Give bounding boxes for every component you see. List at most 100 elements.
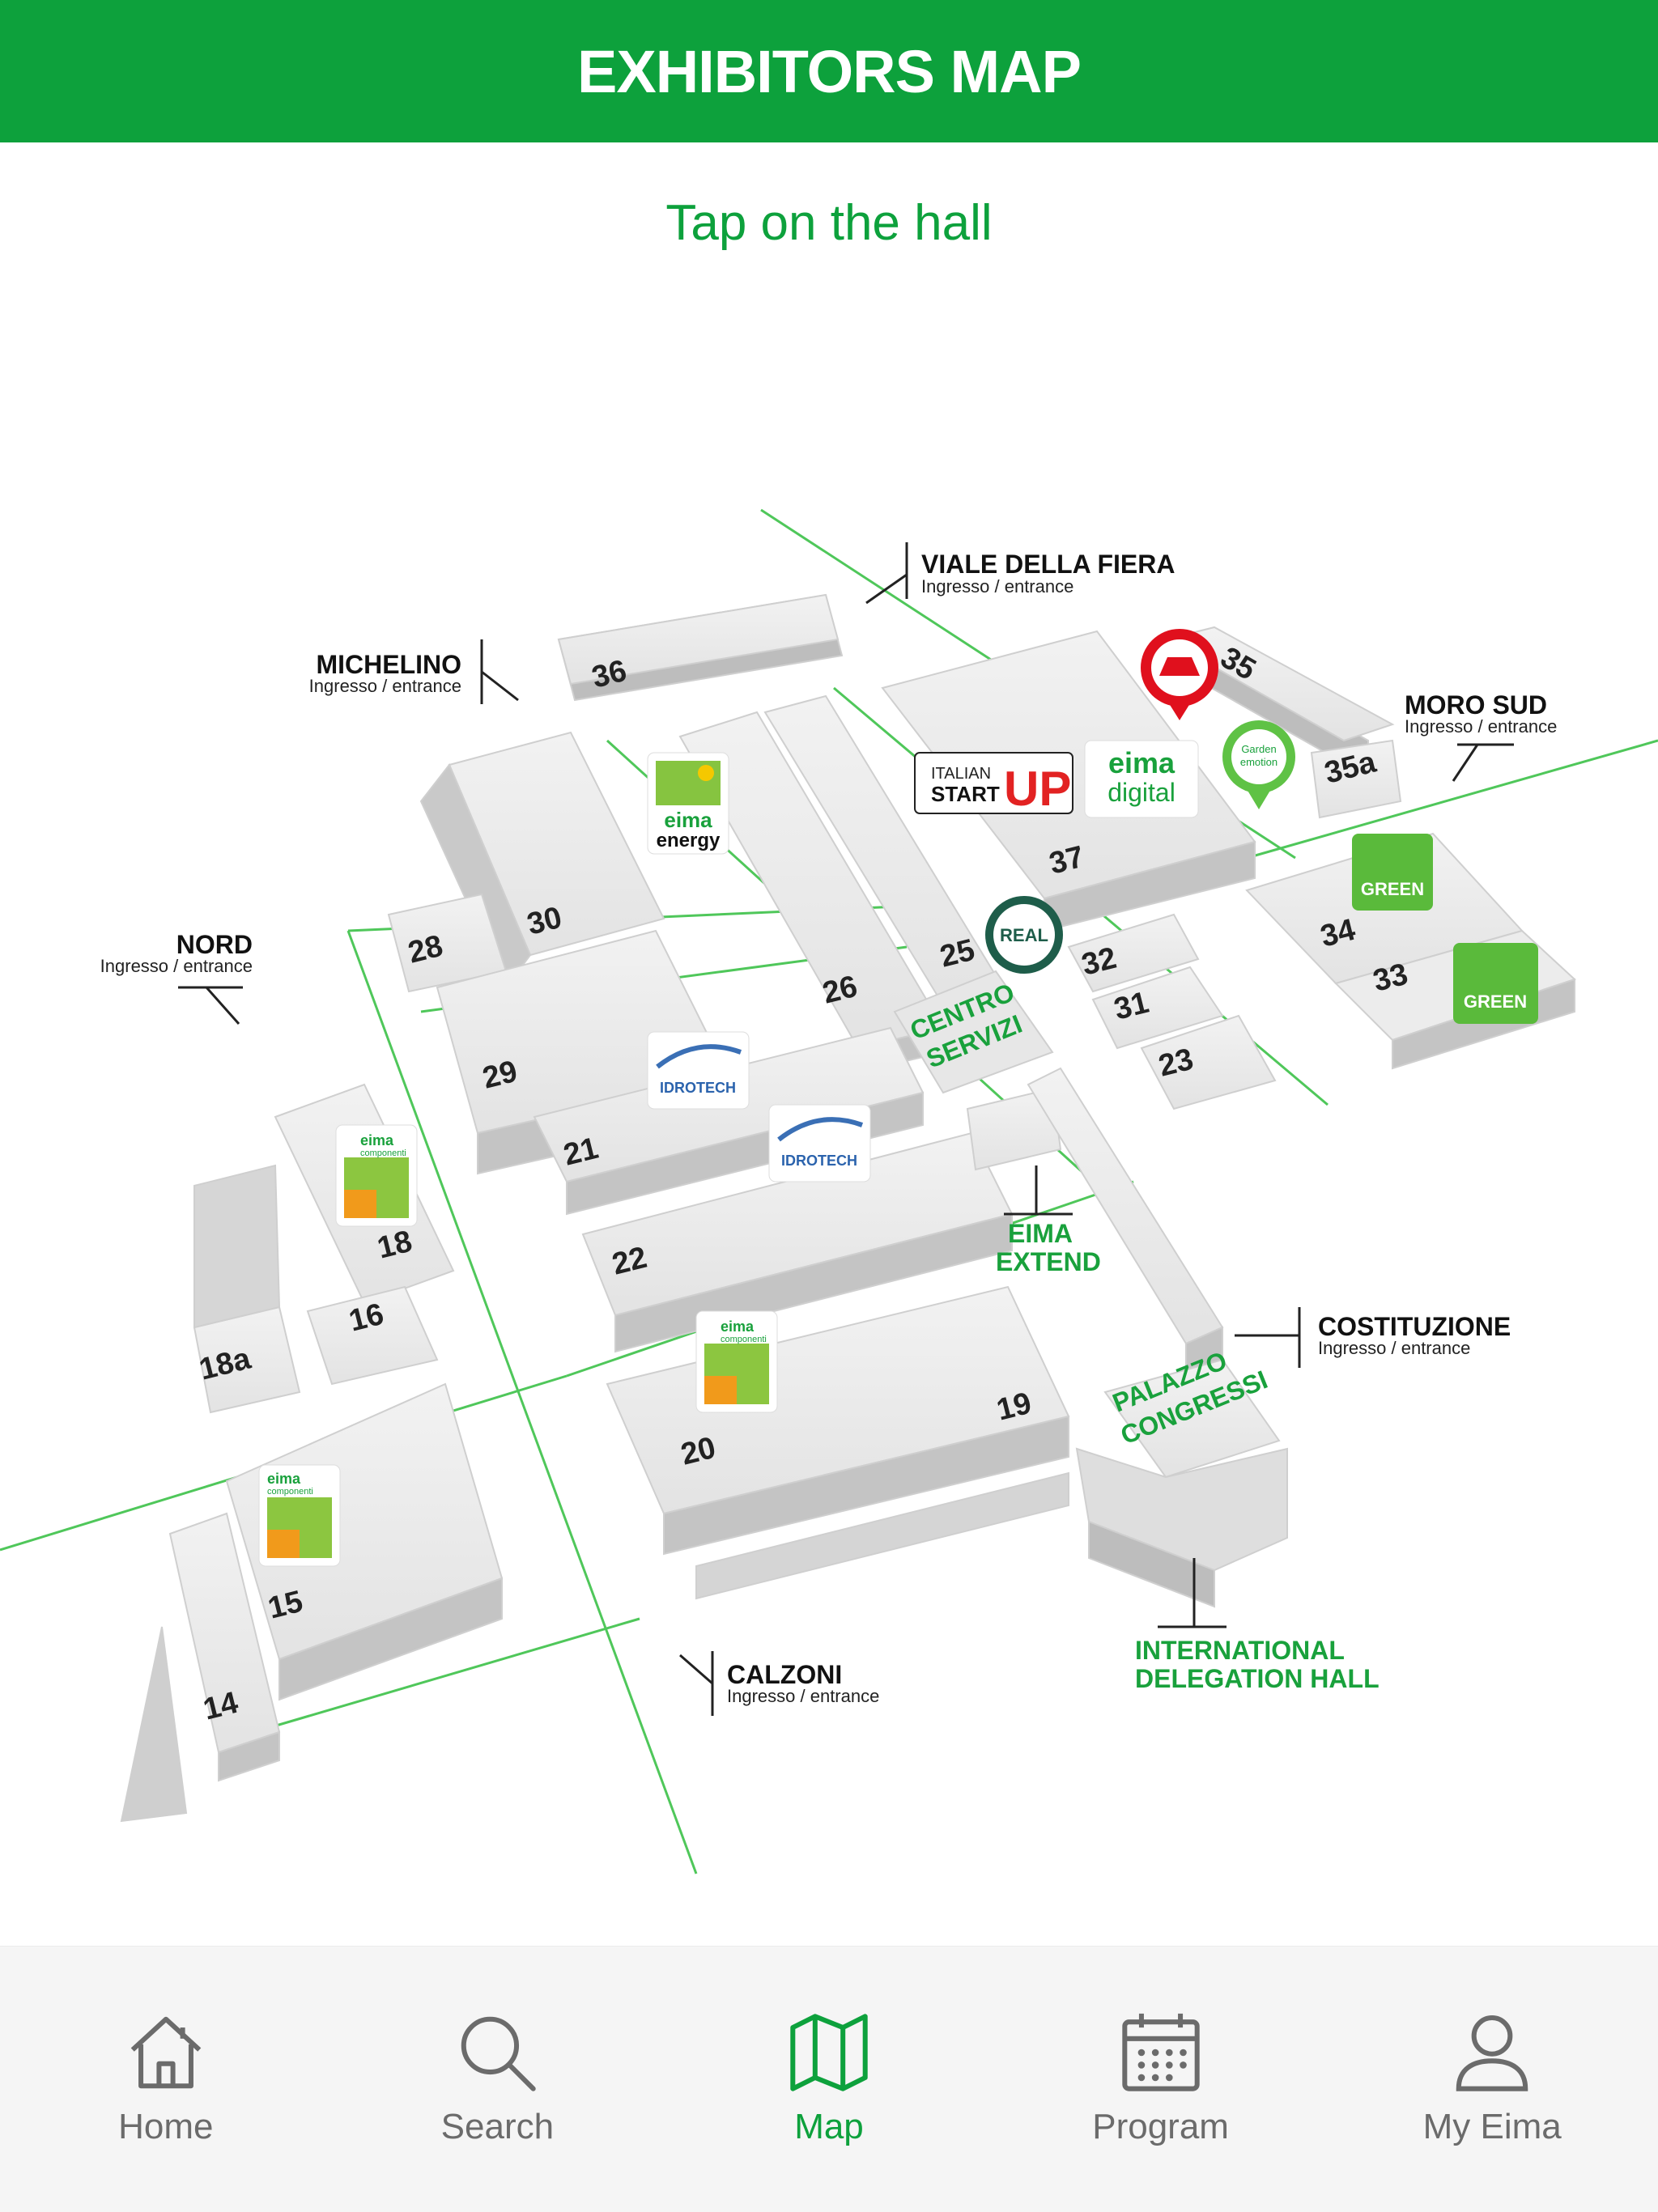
bottom-navigation: Home Search Map Program My Eima bbox=[0, 1946, 1658, 2212]
halls-layer[interactable] bbox=[120, 593, 1576, 1823]
entrance-costituzione-sub: Ingresso / entrance bbox=[1318, 1338, 1470, 1358]
map-icon bbox=[790, 2014, 868, 2091]
idrotech-21-label: IDROTECH bbox=[660, 1080, 736, 1096]
green-badge-34[interactable]: GREEN bbox=[1352, 834, 1433, 911]
entrance-moro-sud: MORO SUD bbox=[1405, 690, 1547, 720]
hall-label-19: 19 bbox=[993, 1386, 1035, 1428]
startup-line1: ITALIAN bbox=[931, 765, 991, 783]
hall-label-16: 16 bbox=[346, 1297, 387, 1339]
garden-line2: emotion bbox=[1240, 756, 1278, 768]
hall-label-29: 29 bbox=[479, 1055, 521, 1096]
hall-15[interactable] bbox=[225, 1382, 504, 1701]
hall-31[interactable] bbox=[1091, 966, 1224, 1050]
hall-label-23: 23 bbox=[1155, 1042, 1197, 1084]
app-header: EXHIBITORS MAP bbox=[0, 0, 1658, 142]
hall-32[interactable] bbox=[1067, 913, 1200, 993]
componenti-badge-20[interactable]: eima componenti bbox=[695, 1310, 778, 1413]
green-badge-33-label: GREEN bbox=[1464, 991, 1527, 1012]
hall-14[interactable] bbox=[120, 1512, 281, 1823]
nav-home[interactable]: Home bbox=[45, 1947, 287, 2147]
page-title: EXHIBITORS MAP bbox=[577, 37, 1082, 105]
nav-my-eima[interactable]: My Eima bbox=[1371, 1947, 1613, 2147]
entrance-markers bbox=[178, 542, 1514, 1716]
italian-startup-badge[interactable]: ITALIAN START UP bbox=[914, 752, 1073, 816]
energy-badge-line2: energy bbox=[657, 830, 721, 851]
hall-label-14: 14 bbox=[200, 1686, 241, 1727]
delegation-hall-line2: DELEGATION HALL bbox=[1135, 1664, 1380, 1693]
hall-label-36: 36 bbox=[589, 654, 630, 695]
entrance-michelino: MICHELINO bbox=[316, 650, 461, 679]
hall-label-28: 28 bbox=[405, 929, 446, 970]
delegation-hall-line1: INTERNATIONAL bbox=[1135, 1636, 1345, 1665]
entrance-viale-della-fiera-sub: Ingresso / entrance bbox=[921, 576, 1073, 597]
hall-30[interactable] bbox=[419, 731, 665, 989]
hall-label-20: 20 bbox=[678, 1431, 719, 1472]
entrance-labels: VIALE DELLA FIERA Ingresso / entrance MI… bbox=[100, 550, 1558, 1706]
green-badge-34-label: GREEN bbox=[1361, 879, 1424, 899]
nav-home-label: Home bbox=[118, 2107, 214, 2146]
fairground-map[interactable]: 36 35 35a 37 34 33 30 28 29 26 25 32 31 … bbox=[0, 453, 1658, 1910]
componenti-15-line2: componenti bbox=[267, 1487, 313, 1497]
eima-digital-badge[interactable]: eima digital bbox=[1084, 740, 1199, 818]
entrance-viale-della-fiera: VIALE DELLA FIERA bbox=[921, 550, 1175, 579]
hall-20[interactable] bbox=[606, 1285, 1070, 1600]
hall-16[interactable] bbox=[306, 1285, 439, 1386]
componenti-20-line1: eima bbox=[721, 1318, 755, 1335]
hall-label-37: 37 bbox=[1046, 840, 1087, 881]
entrance-michelino-sub: Ingresso / entrance bbox=[309, 676, 461, 696]
area-centro-servizi[interactable] bbox=[893, 970, 1054, 1094]
hall-23[interactable] bbox=[1140, 1014, 1277, 1110]
hall-label-15: 15 bbox=[265, 1585, 306, 1626]
nav-program-label: Program bbox=[1092, 2107, 1229, 2146]
energy-badge-line1: eima bbox=[664, 808, 712, 832]
nav-search[interactable]: Search bbox=[376, 1947, 619, 2147]
entrance-calzoni: CALZONI bbox=[727, 1660, 842, 1689]
eima-extend-line1: EIMA bbox=[1008, 1219, 1073, 1248]
user-icon bbox=[1456, 2015, 1528, 2091]
area-labels: CENTRO SERVIZI EIMA EXTEND PALAZZO CONGR… bbox=[906, 977, 1379, 1693]
entrance-moro-sud-sub: Ingresso / entrance bbox=[1405, 716, 1557, 737]
nav-my-eima-label: My Eima bbox=[1422, 2107, 1562, 2146]
hall-label-25: 25 bbox=[937, 933, 978, 974]
digital-line2: digital bbox=[1107, 778, 1175, 807]
hall-label-31: 31 bbox=[1111, 986, 1152, 1027]
componenti-badge-15[interactable]: eima componenti bbox=[258, 1464, 341, 1567]
hall-label-32: 32 bbox=[1078, 941, 1120, 983]
calendar-icon bbox=[1121, 2013, 1200, 2091]
nav-search-label: Search bbox=[440, 2107, 555, 2146]
eima-extend-line2: EXTEND bbox=[996, 1247, 1101, 1276]
componenti-badge-18[interactable]: eima componenti bbox=[335, 1124, 418, 1227]
eima-energy-badge[interactable]: eima energy bbox=[647, 752, 729, 855]
digital-line1: eima bbox=[1108, 746, 1175, 779]
entrance-costituzione: COSTITUZIONE bbox=[1318, 1312, 1511, 1341]
hall-36[interactable] bbox=[557, 593, 844, 702]
search-icon bbox=[461, 2016, 537, 2091]
red-location-pin[interactable] bbox=[1141, 629, 1218, 720]
home-icon bbox=[130, 2016, 202, 2089]
startup-line2: START bbox=[931, 782, 1000, 806]
hall-label-22: 22 bbox=[609, 1241, 650, 1282]
entrance-nord: NORD bbox=[176, 930, 253, 959]
nav-map[interactable]: Map bbox=[708, 1947, 950, 2147]
garden-emotion-pin[interactable]: Garden emotion bbox=[1222, 720, 1295, 809]
exhibitors-map[interactable]: 36 35 35a 37 34 33 30 28 29 26 25 32 31 … bbox=[0, 453, 1658, 1910]
hall-35a[interactable] bbox=[1310, 739, 1402, 819]
entrance-calzoni-sub: Ingresso / entrance bbox=[727, 1686, 879, 1706]
startup-line3: UP bbox=[1004, 762, 1071, 816]
componenti-15-line1: eima bbox=[267, 1471, 301, 1487]
real-location-pin[interactable]: REAL bbox=[985, 896, 1063, 974]
real-pin-label: REAL bbox=[1000, 925, 1048, 945]
hall-label-21: 21 bbox=[560, 1131, 602, 1173]
exhibitor-badges[interactable]: eima energy ITALIAN START UP eima digita… bbox=[258, 629, 1538, 1567]
nav-program[interactable]: Program bbox=[1039, 1947, 1282, 2147]
garden-line1: Garden bbox=[1241, 743, 1276, 755]
nav-map-label: Map bbox=[794, 2107, 864, 2146]
hall-18a[interactable] bbox=[193, 1164, 301, 1414]
componenti-20-line2: componenti bbox=[721, 1335, 767, 1344]
green-badge-33[interactable]: GREEN bbox=[1453, 943, 1538, 1024]
area-palazzo-congressi[interactable] bbox=[1075, 1358, 1288, 1608]
idrotech-badge-22[interactable]: IDROTECH bbox=[768, 1104, 871, 1182]
idrotech-badge-21[interactable]: IDROTECH bbox=[647, 1031, 750, 1110]
hall-label-18: 18 bbox=[374, 1225, 415, 1266]
map-instruction: Tap on the hall bbox=[665, 195, 993, 251]
